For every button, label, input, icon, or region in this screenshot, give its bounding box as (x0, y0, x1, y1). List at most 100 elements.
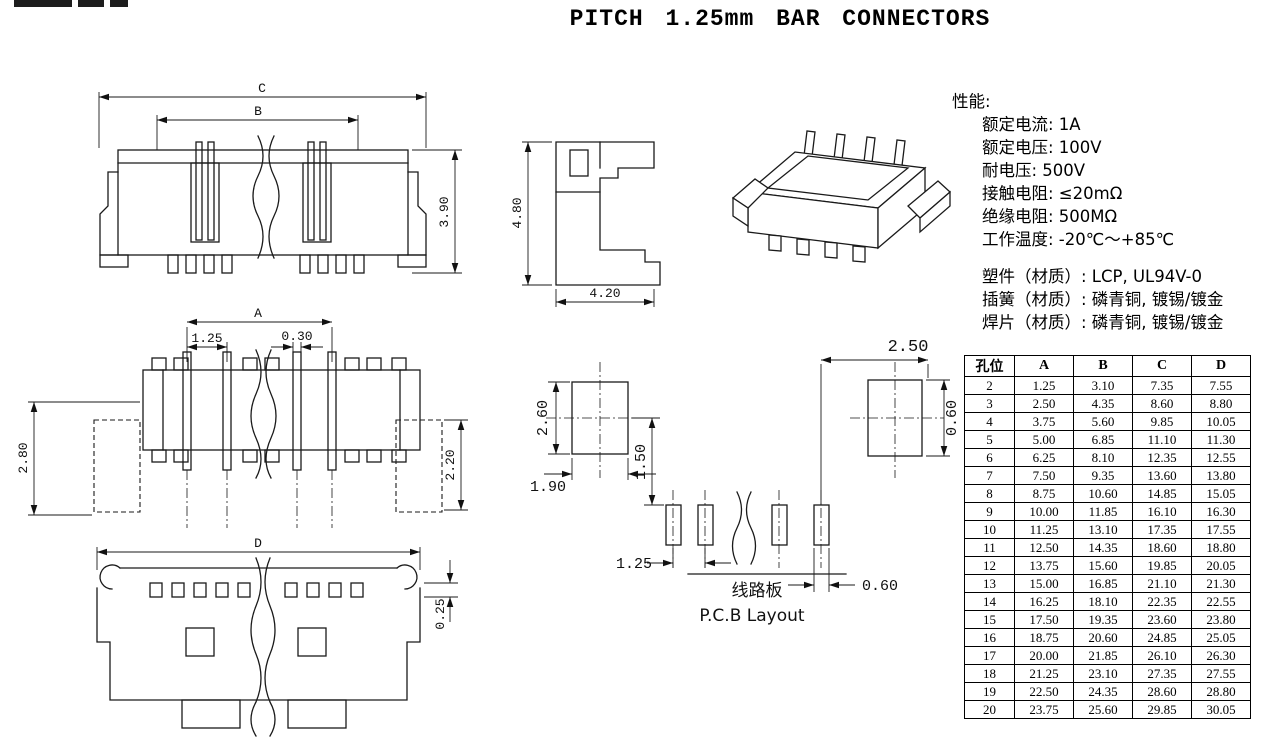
table-cell: 15 (964, 610, 1015, 629)
table-cell: 19 (964, 682, 1015, 701)
table-cell: 10.05 (1191, 412, 1251, 431)
specs-block: 性能: 额定电流: 1A 额定电压: 100V 耐电压: 500V 接触电阻: … (952, 90, 1223, 334)
table-cell: 21.25 (1014, 664, 1074, 683)
table-cell: 21.10 (1132, 574, 1192, 593)
specs-heading: 性能: (952, 92, 991, 111)
table-cell: 18 (964, 664, 1015, 683)
table-cell: 21.30 (1191, 574, 1251, 593)
table-cell: 16.30 (1191, 502, 1251, 521)
table-cell: 12.35 (1132, 448, 1192, 467)
table-cell: 20.05 (1191, 556, 1251, 575)
pcb-layout-drawing: 2.60 1.90 1.50 1.25 线路 (530, 338, 961, 626)
dim-label-190: 1.90 (530, 479, 566, 496)
specs-materials: 塑件（材质）: LCP, UL94V-0 插簧（材质）: 磷青铜, 镀锡/镀金 … (982, 265, 1223, 334)
table-cell: 20.00 (1014, 646, 1074, 665)
table-header-cell: A (1014, 355, 1074, 377)
table-cell: 8.60 (1132, 394, 1192, 413)
spec-item-voltage: 额定电压: 100V (982, 138, 1102, 157)
table-cell: 29.85 (1132, 700, 1192, 719)
table-cell: 2 (964, 376, 1015, 395)
table-cell: 6.85 (1073, 430, 1133, 449)
table-cell: 9.35 (1073, 466, 1133, 485)
table-cell: 19.85 (1132, 556, 1192, 575)
table-cell: 20 (964, 700, 1015, 719)
table-cell: 14.85 (1132, 484, 1192, 503)
table-cell: 13.10 (1073, 520, 1133, 539)
spec-item-contact-resistance: 接触电阻: ≤20mΩ (982, 184, 1123, 203)
table-cell: 2.50 (1014, 394, 1074, 413)
specs-items: 额定电流: 1A 额定电压: 100V 耐电压: 500V 接触电阻: ≤20m… (982, 113, 1223, 251)
table-cell: 27.55 (1191, 664, 1251, 683)
page-title: PITCH 1.25mm BAR CONNECTORS (569, 6, 991, 32)
table-cell: 25.05 (1191, 628, 1251, 647)
dim-label-390: 3.90 (437, 196, 452, 227)
table-cell: 11 (964, 538, 1015, 557)
table-cell: 9.85 (1132, 412, 1192, 431)
spec-item-current: 额定电流: 1A (982, 115, 1081, 134)
dim-label-250: 2.50 (888, 338, 929, 357)
table-cell: 10.00 (1014, 502, 1074, 521)
table-cell: 8.10 (1073, 448, 1133, 467)
front-view-drawing: C B 3.90 (98, 81, 462, 274)
table-cell: 22.35 (1132, 592, 1192, 611)
table-cell: 15.05 (1191, 484, 1251, 503)
table-cell: 8.75 (1014, 484, 1074, 503)
table-cell: 28.60 (1132, 682, 1192, 701)
table-cell: 7.55 (1191, 376, 1251, 395)
dim-label-030: 0.30 (281, 329, 312, 344)
table-cell: 1.25 (1014, 376, 1074, 395)
table-cell: 19.35 (1073, 610, 1133, 629)
dim-label-c: C (258, 81, 266, 96)
spec-material-housing: 塑件（材质）: LCP, UL94V-0 (982, 267, 1202, 286)
table-cell: 30.05 (1191, 700, 1251, 719)
table-cell: 10.60 (1073, 484, 1133, 503)
table-cell: 11.25 (1014, 520, 1074, 539)
iso-view-drawing (731, 130, 951, 263)
table-header-cell: D (1191, 355, 1251, 377)
bottom-view-drawing: D 0.25 (96, 536, 458, 737)
table-cell: 12 (964, 556, 1015, 575)
side-view-drawing: 4.80 4.20 (510, 141, 661, 307)
table-cell: 16 (964, 628, 1015, 647)
table-cell: 13.80 (1191, 466, 1251, 485)
table-cell: 13.60 (1132, 466, 1192, 485)
table-cell: 18.10 (1073, 592, 1133, 611)
dim-label-125: 1.25 (191, 331, 222, 346)
table-cell: 5.60 (1073, 412, 1133, 431)
table-cell: 16.85 (1073, 574, 1133, 593)
spec-item-withstand: 耐电压: 500V (982, 161, 1086, 180)
table-cell: 14 (964, 592, 1015, 611)
table-cell: 4 (964, 412, 1015, 431)
table-cell: 7.50 (1014, 466, 1074, 485)
table-cell: 3.10 (1073, 376, 1133, 395)
table-cell: 6 (964, 448, 1015, 467)
dim-label-150: 1.50 (633, 444, 650, 480)
pcb-board-label: 线路板 (732, 581, 783, 601)
dim-label-420: 4.20 (589, 286, 620, 301)
table-cell: 21.85 (1073, 646, 1133, 665)
table-cell: 13.75 (1014, 556, 1074, 575)
table-cell: 17.55 (1191, 520, 1251, 539)
table-cell: 20.60 (1073, 628, 1133, 647)
dim-label-260: 2.60 (535, 400, 552, 436)
table-cell: 12.55 (1191, 448, 1251, 467)
table-cell: 6.25 (1014, 448, 1074, 467)
dim-label-060-right: 0.60 (944, 400, 961, 436)
table-cell: 27.35 (1132, 664, 1192, 683)
table-cell: 17 (964, 646, 1015, 665)
